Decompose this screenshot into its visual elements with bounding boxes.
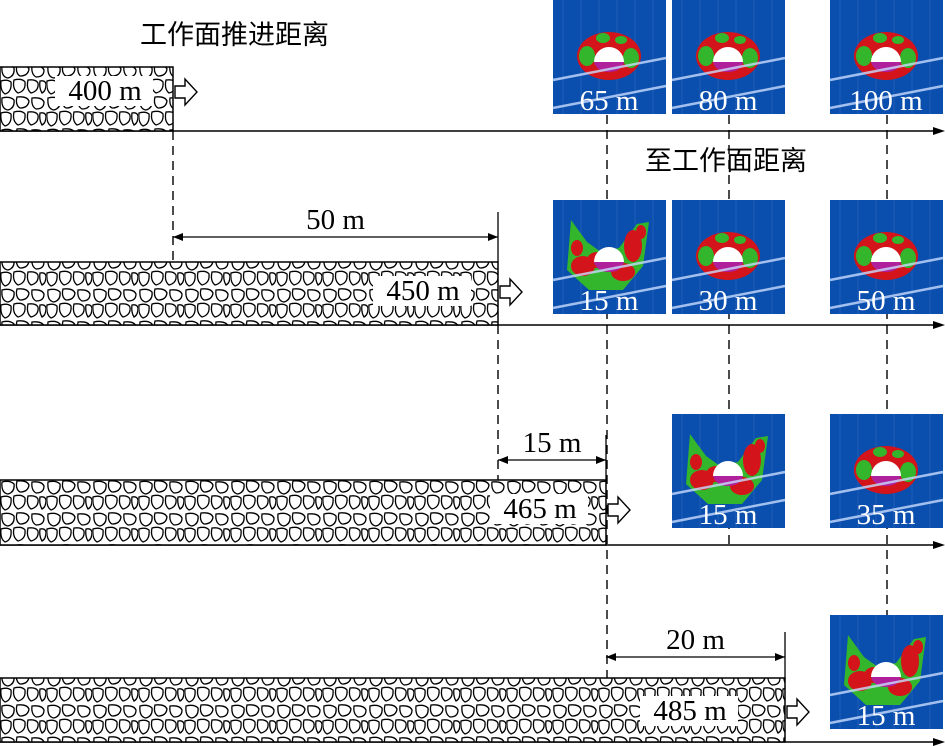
axis-arrowhead (933, 127, 945, 135)
roadway-cavity (871, 247, 901, 262)
panel-distance-label: 15 m (699, 499, 758, 531)
panel-distance-label: 30 m (699, 285, 758, 317)
roadway-cavity (713, 247, 743, 262)
advance-stage-3: 465 m 15 m (0, 427, 945, 549)
axis-arrowhead (933, 738, 945, 746)
advance-distance-label: 465 m (503, 493, 577, 525)
axis-arrowhead (933, 321, 945, 329)
advance-arrow-icon (174, 77, 198, 107)
advance-label-bg (490, 494, 588, 524)
advance-distance-label: 485 m (653, 695, 727, 727)
advance-distance-label: 400 m (68, 75, 142, 107)
advance-stage-1: 400 m (0, 66, 945, 135)
panel-distance-label: 100 m (849, 85, 923, 117)
failure-zone-panel: 100 m (829, 0, 944, 117)
advance-step-label: 15 m (523, 427, 582, 459)
advance-stage-4: 485 m 20 m (0, 624, 945, 746)
panel-distance-label: 35 m (857, 499, 916, 531)
failure-zone-panel: 30 m (671, 200, 786, 317)
failure-zone-panel: 15 m (552, 200, 667, 317)
advance-step-label: 50 m (306, 204, 365, 236)
panel-distance-label: 65 m (580, 85, 639, 117)
roadway-cavity (871, 461, 901, 476)
advance-arrow-icon (499, 277, 523, 307)
advance-arrow-icon (786, 697, 810, 727)
panel-distance-label: 15 m (580, 285, 639, 317)
failure-zone-panel: 50 m (829, 200, 944, 317)
roadway-cavity (871, 47, 901, 62)
panel-distance-label: 50 m (857, 285, 916, 317)
distance-to-face-title: 至工作面距离 (645, 146, 807, 177)
failure-zone-panel: 65 m (552, 0, 667, 117)
panel-distance-label: 80 m (699, 85, 758, 117)
advance-distance-label: 450 m (386, 275, 460, 307)
roadway-cavity (713, 461, 743, 476)
failure-zone-panel: 15 m (671, 414, 786, 531)
advance-arrow-icon (607, 495, 631, 525)
advance-stage-2: 450 m 50 m (0, 204, 945, 329)
advance-step-label: 20 m (666, 624, 725, 656)
roadway-cavity (594, 247, 624, 262)
advance-label-bg (55, 76, 153, 106)
advance-label-bg (640, 696, 738, 726)
failure-zone-panel: 35 m (829, 414, 944, 531)
axis-arrowhead (933, 541, 945, 549)
roadway-cavity (713, 47, 743, 62)
roadway-cavity (594, 47, 624, 62)
failure-zone-panel: 80 m (671, 0, 786, 117)
failure-zone-panel: 15 m (829, 615, 944, 732)
advance-distance-title: 工作面推进距离 (140, 20, 329, 51)
panel-distance-label: 15 m (857, 700, 916, 732)
roadway-cavity (871, 662, 901, 677)
advance-label-bg (373, 276, 471, 306)
